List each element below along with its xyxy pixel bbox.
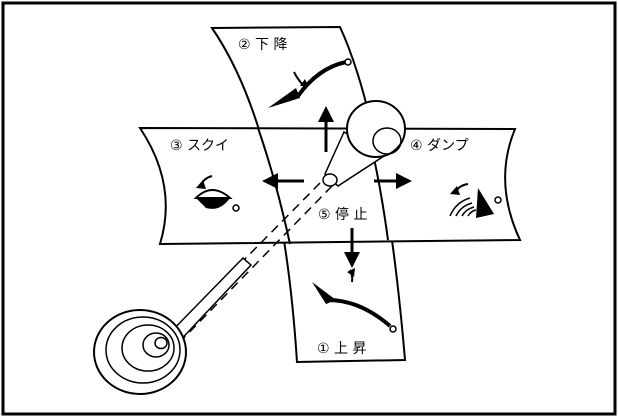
label-raise: ① 上 昇: [317, 341, 366, 357]
label-hold: ⑤ 停 止: [318, 206, 367, 223]
label-lower: ② 下 降: [238, 37, 287, 53]
label-dump: ④ ダンプ: [410, 138, 469, 154]
label-curl: ③ スクイ: [170, 138, 229, 154]
joystick-base-icon: [94, 310, 186, 394]
